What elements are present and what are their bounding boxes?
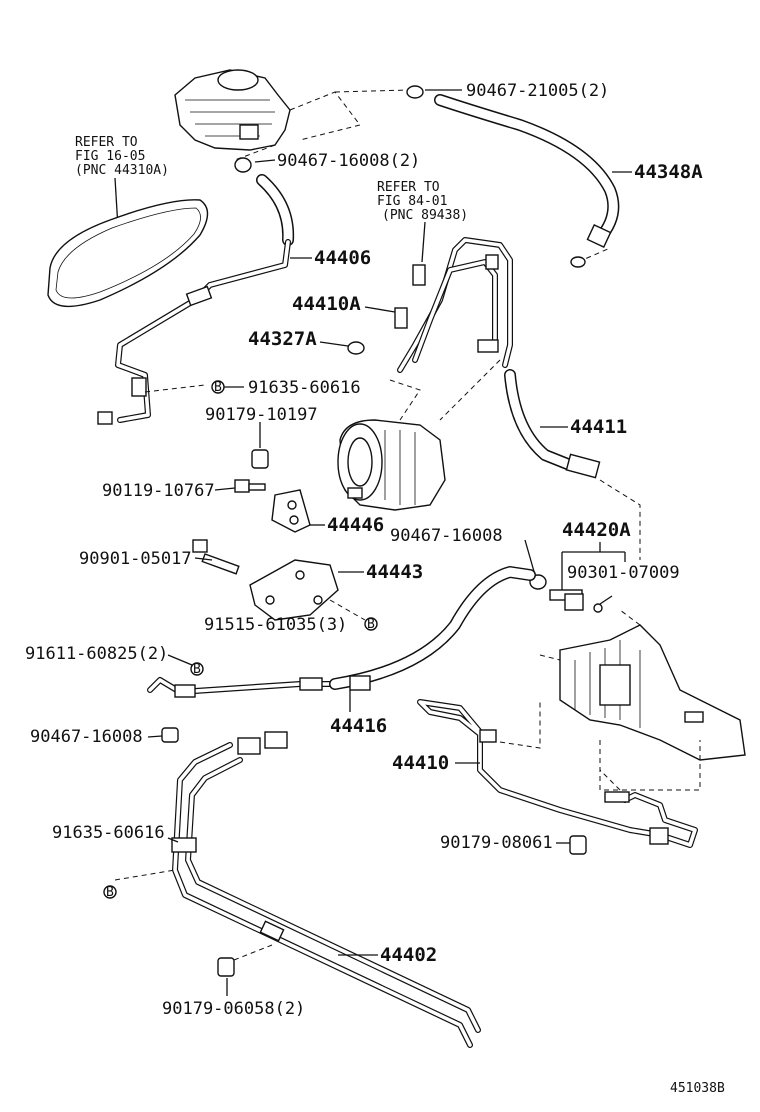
callout-label: 44416: [330, 715, 387, 737]
callout-label: 44446: [327, 514, 384, 536]
reference-line1: REFER TO: [75, 135, 138, 150]
callout-label: 44406: [314, 247, 371, 269]
pressure-pipe-44406: [97, 174, 295, 425]
reference-line2: FIG 84-01: [377, 194, 447, 209]
callout-label: 90467-16008: [30, 727, 143, 747]
union-fitting: [564, 593, 584, 611]
callout-label: 44348A: [634, 161, 703, 183]
callout-label: 91635-60616: [248, 378, 361, 398]
o-ring-part: [593, 603, 603, 613]
drive-belt-drawing: [47, 199, 209, 308]
figure-code: 451038B: [670, 1081, 725, 1096]
nut-part: [569, 835, 587, 855]
reference-line1: REFER TO: [377, 180, 440, 195]
return-hose-44416: [147, 566, 536, 698]
callout-label: 44410: [392, 752, 449, 774]
callout-label: 91611-60825(2): [25, 644, 168, 664]
callout-label: 90901-05017: [79, 549, 192, 569]
callout-label: 44402: [380, 944, 437, 966]
callout-label: 44443: [366, 561, 423, 583]
bracket-44443: [249, 559, 339, 621]
steering-gear-drawing: [559, 624, 746, 761]
callout-label: 90179-08061: [440, 833, 553, 853]
callout-label: 44420A: [562, 519, 631, 541]
callout-label: 90179-10197: [205, 405, 318, 425]
bolt-marker-letter: B: [193, 662, 201, 677]
clamp-part: [347, 341, 365, 355]
pump-reservoir-drawing: [174, 69, 291, 151]
union-fitting-44410A: [394, 307, 408, 329]
pressure-hose-44411: [397, 237, 601, 479]
bolt-part: [234, 479, 266, 493]
bolt-marker-letter: B: [367, 617, 375, 632]
bracket-44446: [271, 489, 311, 533]
compressor-drawing: [337, 419, 446, 511]
bolt-marker: [364, 617, 378, 631]
callout-label: 90179-06058(2): [162, 999, 305, 1019]
callout-label: 44411: [570, 416, 627, 438]
reference-line2: FIG 16-05: [75, 149, 145, 164]
callout-label: 90467-16008(2): [277, 151, 420, 171]
bolt-marker: [103, 885, 117, 899]
bolt-marker-letter: B: [214, 380, 222, 395]
return-hose-44348A: [434, 94, 620, 248]
callout-label: 91635-60616: [52, 823, 165, 843]
reference-line3: (PNC 44310A): [75, 163, 169, 178]
callout-label: 90301-07009: [567, 563, 680, 583]
callout-label: 44410A: [292, 293, 361, 315]
pressure-pipe-44410: [417, 699, 698, 848]
callout-label: 91515-61035(3): [204, 615, 347, 635]
clamp-part: [570, 256, 586, 268]
nut-part: [251, 449, 269, 469]
nut-part: [217, 957, 235, 977]
hose-clamp-part: [161, 727, 179, 743]
reference-line3: (PNC 89438): [382, 208, 468, 223]
union-fitting: [412, 264, 426, 286]
cooler-pipe-44402: [171, 731, 481, 1048]
callout-label: 90467-16008: [390, 526, 503, 546]
bolt-marker: [190, 662, 204, 676]
callout-label: 44327A: [248, 328, 317, 350]
hose-clamp-part: [406, 85, 424, 99]
callout-label: 90119-10767: [102, 481, 215, 501]
bolt-part: [192, 539, 240, 575]
hose-clamp-part: [234, 157, 252, 173]
callout-label: 90467-21005(2): [466, 81, 609, 101]
bolt-marker-letter: B: [106, 885, 114, 900]
